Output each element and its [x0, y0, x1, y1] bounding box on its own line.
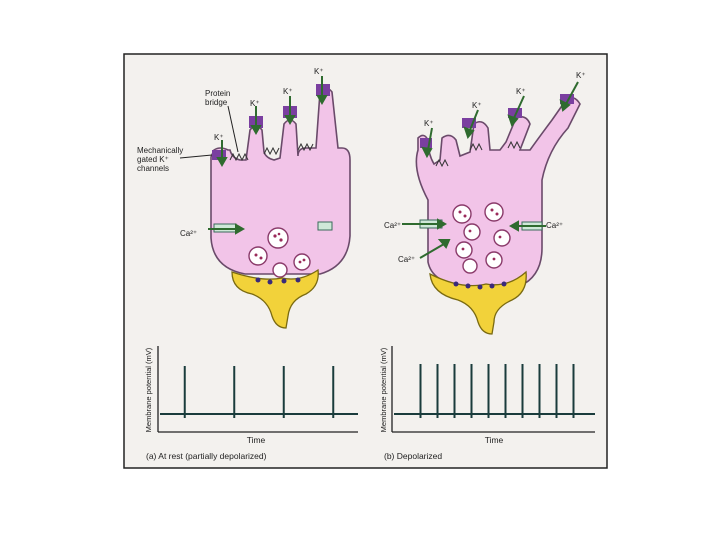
- label-k-right-4: K⁺: [576, 71, 586, 80]
- hair-cell-depolarized: [402, 81, 581, 335]
- k-arrows-right: [421, 81, 579, 159]
- graph-b-spikes: [419, 364, 575, 418]
- graph-a-caption: (a) At rest (partially depolarized): [146, 451, 267, 461]
- ca-arrow-left: [208, 223, 246, 235]
- graph-b-ylabel: Membrane potential (mV): [379, 347, 388, 432]
- vesicles-left: [248, 227, 311, 278]
- pointer-mech-channels: [179, 154, 213, 159]
- channel-right-1: [420, 138, 432, 148]
- pointer-protein-bridge: [227, 105, 239, 153]
- label-ca-left: Ca²⁺: [180, 229, 197, 238]
- vesicle-dots-right: [458, 208, 502, 261]
- graph-a-xlabel: Time: [247, 435, 266, 445]
- afferent-neuron-left: [231, 268, 319, 329]
- graph-a-spikes: [183, 366, 335, 418]
- graph-b-caption: (b) Depolarized: [384, 451, 442, 461]
- synapse-dots-right: [453, 281, 507, 290]
- channel-left-1: [212, 150, 226, 160]
- protein-bridge-left: [229, 142, 314, 162]
- hair-cell-resting: [208, 76, 351, 329]
- graph-a: Membrane potential (mV) Time (a) At rest…: [144, 346, 358, 461]
- label-ca-right-1: Ca²⁺: [384, 221, 401, 230]
- label-mech-2: gated K⁺: [137, 155, 169, 164]
- label-mech-3: channels: [137, 164, 169, 173]
- synapse-dots-left: [255, 277, 301, 285]
- label-k-left-3: K⁺: [283, 87, 293, 96]
- protein-bridge-right: [435, 140, 521, 168]
- label-k-right-1: K⁺: [424, 119, 434, 128]
- label-protein-bridge-1: Protein: [205, 89, 230, 98]
- graph-b: Membrane potential (mV) Time (b) Depolar…: [379, 346, 595, 461]
- vesicle-dots-left: [254, 232, 306, 264]
- label-mech-1: Mechanically: [137, 146, 183, 155]
- graph-b-xlabel: Time: [485, 435, 504, 445]
- channel-right-4: [560, 94, 574, 104]
- ca-arrows-right: [402, 218, 546, 259]
- label-ca-right-2: Ca²⁺: [546, 221, 563, 230]
- label-k-left-2: K⁺: [250, 99, 260, 108]
- channel-right-3: [508, 108, 522, 118]
- label-k-left-4: K⁺: [314, 67, 324, 76]
- label-protein-bridge-2: bridge: [205, 98, 228, 107]
- label-k-right-2: K⁺: [472, 101, 482, 110]
- k-arrows-left: [216, 76, 328, 168]
- label-k-left-1: K⁺: [214, 133, 224, 142]
- label-ca-right-3: Ca²⁺: [398, 255, 415, 264]
- channel-right-2: [462, 118, 476, 128]
- vesicles-right: [452, 202, 511, 274]
- ca-channel-left-b: [317, 221, 333, 231]
- label-k-right-3: K⁺: [516, 87, 526, 96]
- graph-a-ylabel: Membrane potential (mV): [144, 347, 153, 432]
